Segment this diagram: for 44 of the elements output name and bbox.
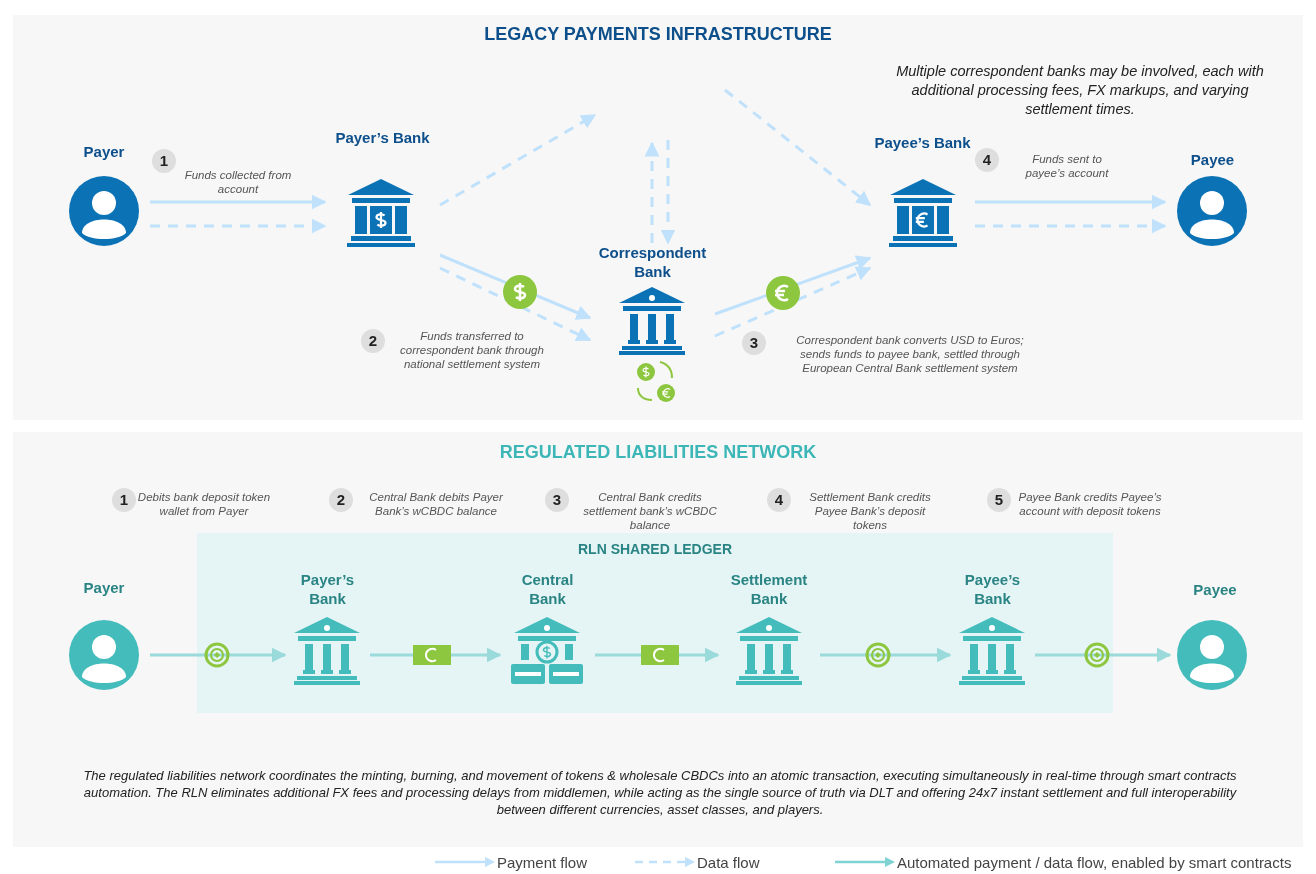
panel-title: RLN SHARED LEDGER (578, 540, 732, 559)
section-title: REGULATED LIABILITIES NETWORK (499, 443, 817, 462)
dashed-arrow (439, 266, 592, 342)
step-description: Correspondent bank converts USD to Euros; sends funds to payee bank, settled through European Central Bank settlement system (795, 333, 1025, 375)
ledger-panel (197, 533, 1113, 713)
step-description: Debits bank deposit token wallet from Payer (136, 490, 272, 518)
step-description: Funds transferred to correspondent bank through national settlement system (399, 329, 545, 371)
arrow (150, 647, 287, 663)
node-label: Payer (82, 142, 126, 161)
arrow (820, 647, 952, 663)
node-label: Central Bank (520, 570, 575, 608)
node-label: Correspondent Bank (597, 243, 708, 281)
legend-label: Automated payment / data flow, enabled by smart contracts (897, 854, 1292, 871)
arrow (975, 194, 1167, 210)
step-description: Funds sent to payee’s account (1024, 152, 1110, 180)
node-label: Settlement Bank (729, 570, 809, 608)
step-description: Central Bank credits settlement bank’s wCBDC balance (582, 490, 718, 532)
section-panel (13, 432, 1303, 847)
arrow (1035, 647, 1172, 663)
legend-label: Payment flow (497, 854, 588, 871)
node-label: Payee (1189, 150, 1236, 169)
arrow (150, 194, 327, 210)
note-text: Multiple correspondent banks may be involved, each with additional processing fees, FX markups, and varying settlement times. (895, 62, 1265, 119)
section-title: LEGACY PAYMENTS INFRASTRUCTURE (484, 25, 832, 44)
legend-label: Data flow (697, 854, 760, 871)
node-label: Payee’s Bank (963, 570, 1022, 608)
node-label: Payer’s Bank (334, 128, 431, 147)
node-label: Payer (82, 578, 126, 597)
step-description: Funds collected from account (183, 168, 293, 196)
section-panel (13, 15, 1303, 420)
dashed-arrow (660, 140, 676, 245)
step-description: Settlement Bank credits Payee Bank’s deposit tokens (808, 490, 932, 532)
dashed-arrow (975, 218, 1167, 234)
node-label: Payee’s Bank (873, 133, 972, 152)
dashed-arrow (439, 113, 597, 207)
node-label: Payer’s Bank (299, 570, 356, 608)
step-description: Payee Bank credits Payee’s account with deposit tokens (1017, 490, 1163, 518)
dashed-arrow (724, 88, 872, 207)
node-label: Payee (1192, 580, 1238, 599)
dashed-arrow (644, 141, 660, 243)
dashed-arrow (150, 218, 327, 234)
step-description: Central Bank debits Payer Bank’s wCBDC balance (368, 490, 504, 518)
description-text: The regulated liabilities network coordinates the minting, burning, and movement of tokens & wholesale CBDCs into an atomic transaction, executing simultaneously in real-time through smart contracts automation. The RLN eliminates additional FX fees and processing delays from middlemen, while acting as the single source of truth via DLT and offering 24x7 instant settlement and full interoperability between different currencies, asset classes, and players. (82, 767, 1238, 818)
dashed-arrow (714, 266, 872, 338)
